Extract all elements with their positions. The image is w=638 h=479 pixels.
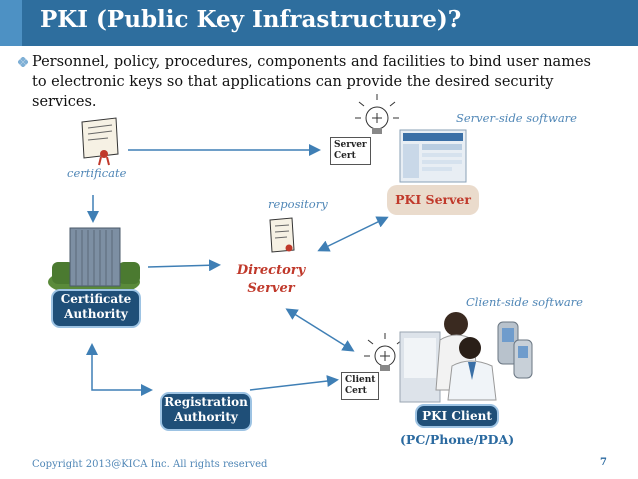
arrow-ra-to-client — [249, 375, 339, 391]
directory-line1: Directory — [236, 263, 306, 278]
repository-label: repository — [268, 197, 328, 211]
title-accent — [0, 0, 22, 46]
certificate-label: certificate — [67, 166, 127, 180]
page-number: 7 — [600, 457, 607, 468]
bullet-text: Personnel, policy, procedures, component… — [32, 54, 591, 110]
bullet-diamond-icon — [18, 57, 28, 67]
client-side-label: Client-side software — [466, 295, 583, 309]
title-bar: PKI (Public Key Infrastructure)? — [0, 0, 638, 46]
server-key-bulb-icon — [355, 94, 399, 134]
certificate-scroll-icon — [81, 117, 119, 166]
server-screen-image — [399, 129, 467, 183]
ca-line2: Authority — [64, 307, 128, 321]
pki-client-label: PKI Client — [422, 409, 492, 423]
directory-line2: Server — [247, 281, 295, 296]
server-cert-line2: Cert — [334, 151, 356, 161]
ra-line1: Registration — [164, 395, 248, 409]
pki-server-node: PKI Server — [387, 185, 479, 215]
client-cert-line1: Client — [345, 375, 376, 385]
server-cert-line1: Server — [334, 140, 367, 150]
server-side-label: Server-side software — [456, 111, 577, 125]
arrow-ca-to-ra — [86, 343, 153, 396]
pki-server-label: PKI Server — [395, 192, 471, 207]
client-cert-line2: Cert — [345, 386, 367, 396]
client-people-image — [399, 312, 497, 403]
registration-authority-node: Registration Authority — [160, 392, 252, 431]
client-cert-card: Client Cert — [341, 372, 380, 400]
directory-server-node: Directory Server — [225, 262, 317, 298]
arrow-directory-pkiserver — [317, 216, 389, 252]
mobile-phone-image — [497, 321, 533, 379]
arrow-ca-directory — [147, 259, 221, 272]
copyright-footer: Copyright 2013@KICA Inc. All rights rese… — [32, 459, 268, 470]
arrow-directory-client — [285, 308, 355, 352]
certificate-authority-node: Certificate Authority — [51, 289, 141, 328]
pc-phone-pda-label: (PC/Phone/PDA) — [400, 432, 515, 447]
client-key-bulb-icon — [364, 333, 403, 371]
server-cert-card: Server Cert — [330, 137, 371, 165]
ca-line1: Certificate — [60, 292, 132, 306]
slide-title: PKI (Public Key Infrastructure)? — [40, 6, 462, 33]
repository-scroll-icon — [269, 217, 295, 253]
ca-building-image — [48, 227, 140, 296]
ra-line2: Authority — [174, 410, 238, 424]
bullet-text-block: Personnel, policy, procedures, component… — [18, 52, 602, 112]
pki-client-node: PKI Client — [415, 404, 499, 428]
